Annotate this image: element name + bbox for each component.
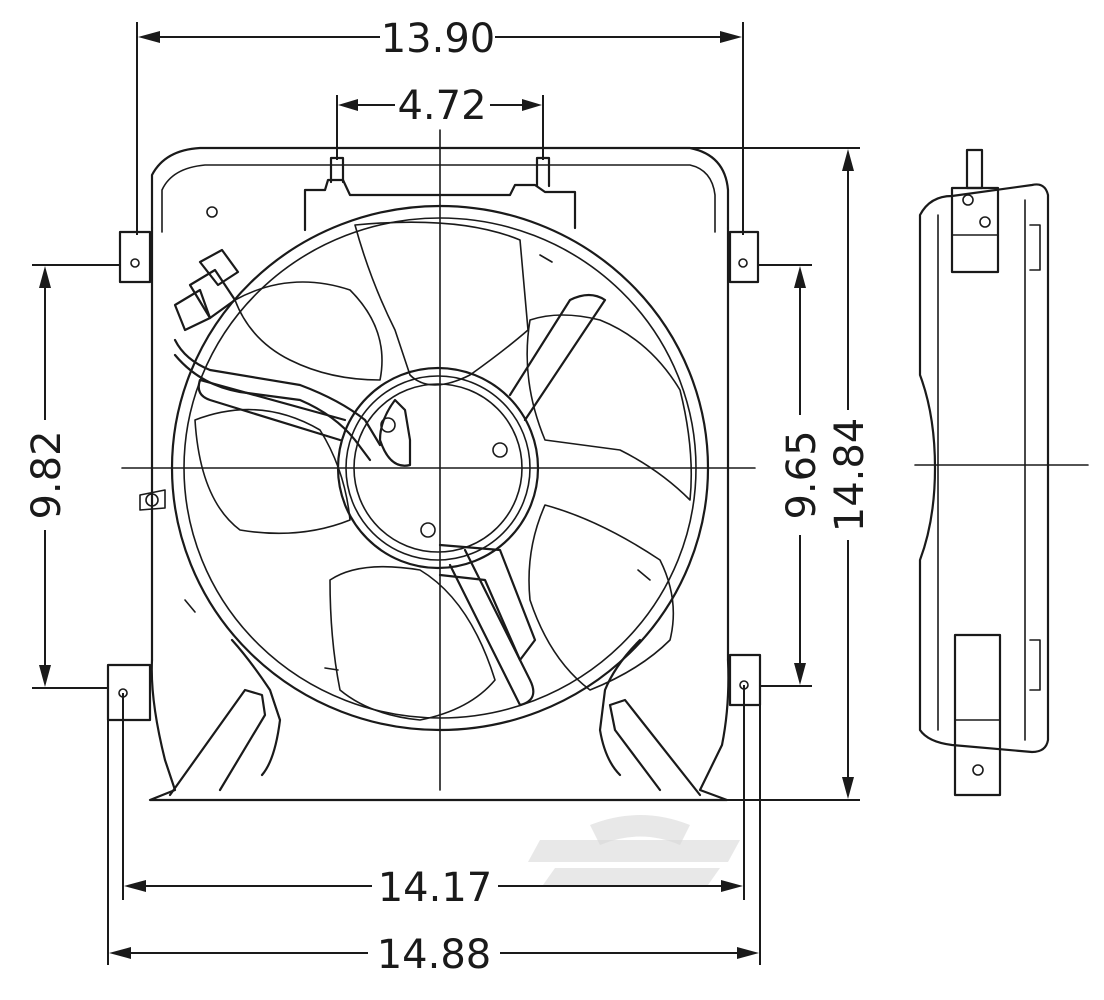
dim-top-width-label: 13.90 [381,16,496,62]
dim-left-height-label: 9.82 [24,430,70,519]
dim-bottom-inner-width-label: 14.17 [378,865,493,911]
dim-overall-height-label: 14.84 [827,418,873,533]
dim-right-height-label: 9.65 [779,430,825,519]
shroud-front-view [106,146,762,802]
dimension-lines [32,22,860,965]
watermark-logo [528,815,740,885]
dim-tab-spacing-label: 4.72 [397,83,486,129]
dim-bottom-overall-width-label: 14.88 [377,932,492,978]
side-view [918,148,1050,797]
center-lines [121,129,1089,791]
